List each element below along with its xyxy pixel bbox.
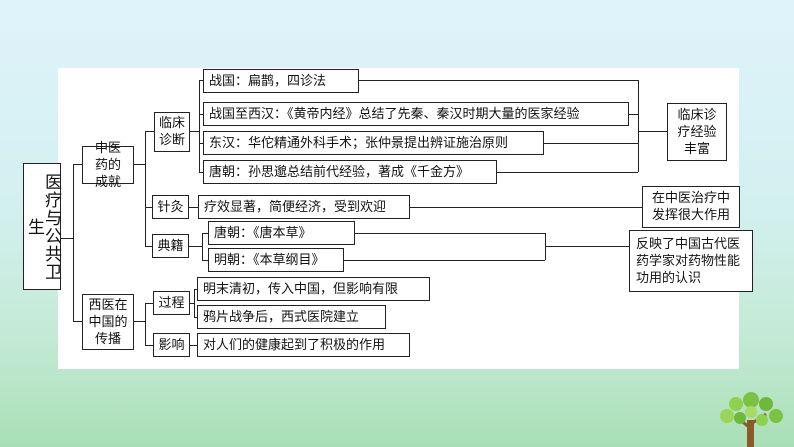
- clinical-item-2: 战国至西汉：《黄帝内经》总结了先秦、秦汉时期大量的医家经验: [203, 102, 629, 126]
- process-label: 过程: [158, 295, 185, 311]
- influence-node: 影响: [153, 333, 190, 357]
- classics-conclusion-text: 反映了中国古代医药学家对药物性能功用的认识: [636, 236, 741, 286]
- clinical-item-3-text: 东汉：华佗精通外科手术；张仲景提出辨证施治原则: [209, 136, 509, 151]
- process-item-2-text: 鸦片战争后，西式医院建立: [203, 310, 360, 325]
- classics-node: 典籍: [152, 234, 189, 258]
- clinical-conclusion: 临床诊疗经验丰富: [667, 103, 727, 161]
- classics-label: 典籍: [157, 238, 184, 254]
- root-label: 医疗与公共卫生: [24, 172, 61, 281]
- acupuncture-node: 针灸: [152, 195, 189, 219]
- clinical-item-2-text: 战国至西汉：《黄帝内经》总结了先秦、秦汉时期大量的医家经验: [209, 107, 580, 122]
- classics-item-2: 明朝：《本草纲目》: [208, 248, 344, 272]
- clinical-diagnosis-label: 临床诊断: [158, 116, 185, 148]
- influence-item: 对人们的健康起到了积极的作用: [197, 333, 410, 357]
- western-medicine-node: 西医在中国的传播: [82, 294, 134, 350]
- root-node: 医疗与公共卫生: [23, 163, 61, 290]
- clinical-item-4: 唐朝：孙思邈总结前代经验，著成《千金方》: [203, 160, 497, 184]
- influence-item-text: 对人们的健康起到了积极的作用: [203, 338, 386, 353]
- clinical-item-3: 东汉：华佗精通外科手术；张仲景提出辨证施治原则: [203, 131, 544, 155]
- acupuncture-item-text: 疗效显著，简便经济，受到欢迎: [204, 200, 387, 215]
- classics-item-1-text: 唐朝：《唐本草》: [214, 226, 312, 241]
- tcm-achievements-label: 中医药的成就: [94, 140, 121, 190]
- influence-label: 影响: [158, 337, 185, 353]
- tcm-achievements-node: 中医药的成就: [82, 141, 134, 190]
- clinical-item-4-text: 唐朝：孙思邈总结前代经验，著成《千金方》: [209, 165, 470, 180]
- classics-conclusion: 反映了中国古代医药学家对药物性能功用的认识: [629, 230, 753, 292]
- clinical-item-1: 战国：扁鹊，四诊法: [203, 69, 359, 93]
- clinical-item-1-text: 战国：扁鹊，四诊法: [209, 74, 327, 89]
- process-node: 过程: [153, 291, 190, 315]
- process-item-1: 明末清初，传入中国，但影响有限: [197, 277, 430, 301]
- acupuncture-label: 针灸: [157, 199, 184, 215]
- clinical-conclusion-text: 临床诊疗经验丰富: [677, 107, 717, 157]
- western-medicine-label: 西医在中国的传播: [88, 297, 128, 347]
- classics-item-2-text: 明朝：《本草纲目》: [214, 253, 325, 268]
- acupuncture-conclusion-text: 在中医治疗中发挥很大作用: [651, 191, 730, 223]
- process-item-2: 鸦片战争后，西式医院建立: [197, 305, 386, 329]
- acupuncture-item: 疗效显著，简便经济，受到欢迎: [198, 195, 410, 219]
- classics-item-1: 唐朝：《唐本草》: [208, 221, 355, 245]
- tree-decoration-icon: [720, 392, 783, 447]
- process-item-1-text: 明末清初，传入中国，但影响有限: [203, 282, 399, 297]
- clinical-diagnosis-node: 临床诊断: [154, 112, 190, 152]
- acupuncture-conclusion: 在中医治疗中发挥很大作用: [642, 186, 740, 228]
